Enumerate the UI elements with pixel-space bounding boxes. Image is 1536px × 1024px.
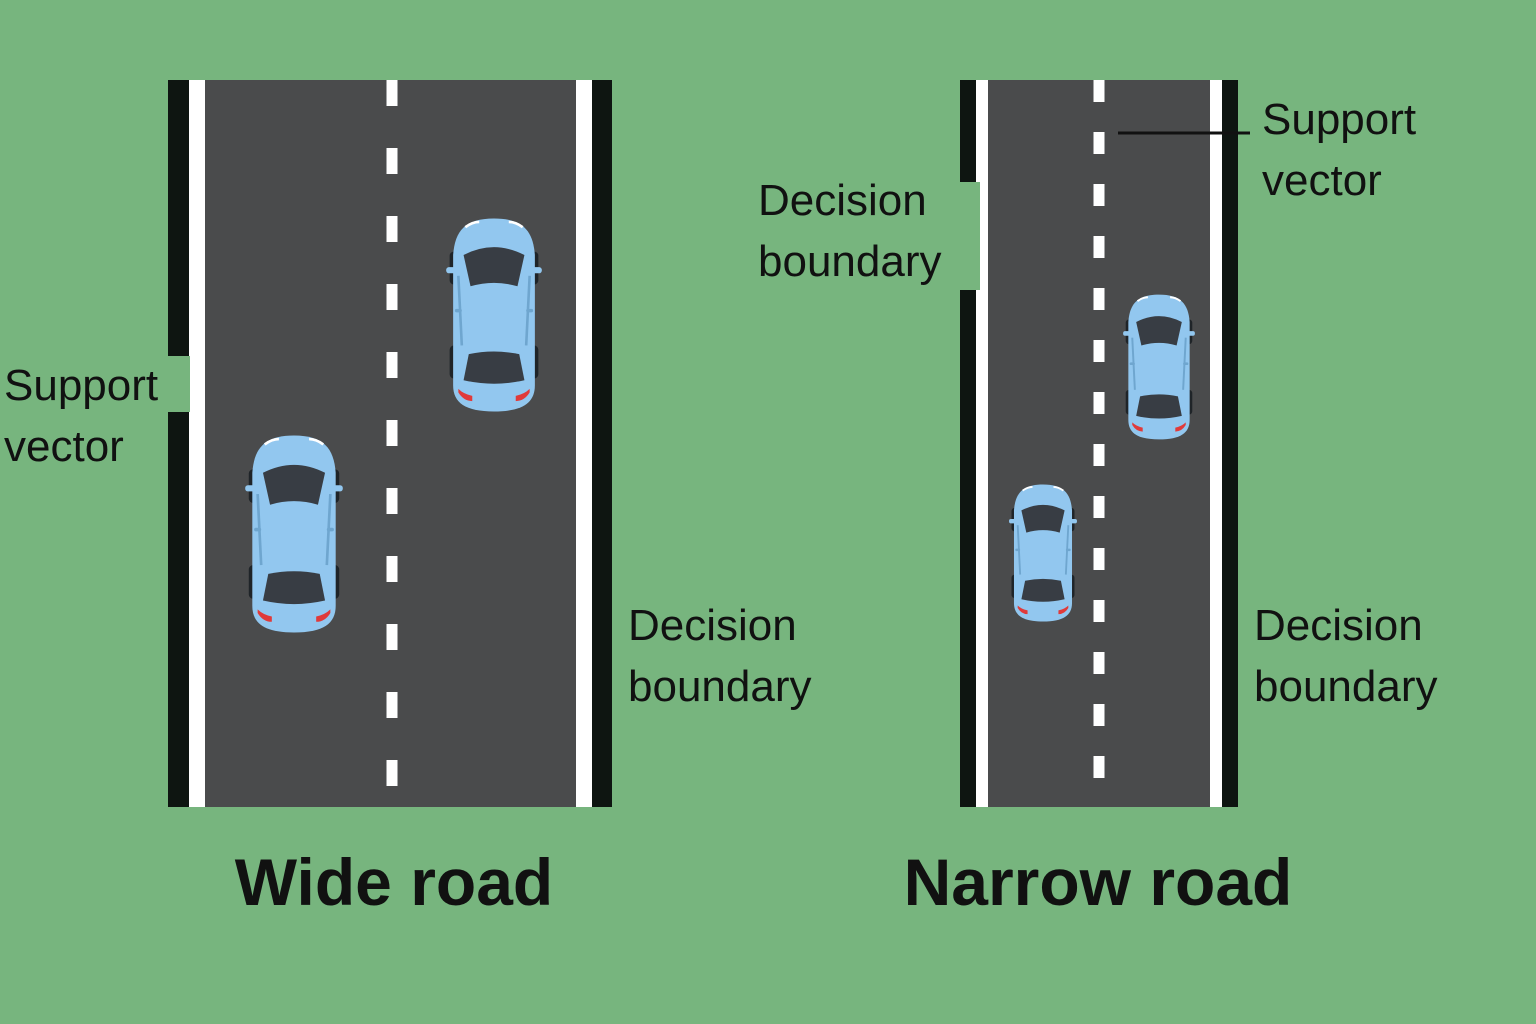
narrow-road-panel: Support vector Decision boundary Decisio… — [758, 80, 1437, 919]
car-icon — [1122, 293, 1196, 441]
car-icon — [243, 434, 345, 634]
wide-decision-boundary-label-1: Decision — [628, 601, 797, 650]
wide-road-right-boundary — [592, 80, 612, 807]
narrow-support-vector-label-2: vector — [1262, 156, 1382, 205]
car-icon — [1007, 483, 1079, 623]
narrow-road-title: Narrow road — [904, 845, 1293, 919]
narrow-decision-boundary-bottom-label-2: boundary — [1254, 662, 1437, 711]
wide-road-left-lane-edge — [189, 80, 205, 807]
narrow-support-vector-label-1: Support — [1262, 95, 1416, 144]
wide-support-vector-label-1: Support — [4, 361, 158, 410]
wide-road-right-lane-edge — [576, 80, 592, 807]
wide-decision-boundary-label-2: boundary — [628, 662, 811, 711]
narrow-decision-boundary-top-label-1: Decision — [758, 176, 927, 225]
narrow-road-right-boundary — [1222, 80, 1238, 807]
wide-road-panel: Support vector Decision boundary Wide ro… — [4, 80, 811, 919]
wide-road-title: Wide road — [235, 845, 553, 919]
car-icon — [444, 216, 544, 414]
narrow-decision-boundary-bottom-label-1: Decision — [1254, 601, 1423, 650]
wide-support-vector-label-2: vector — [4, 422, 124, 471]
narrow-road-right-lane-edge — [1210, 80, 1222, 807]
narrow-decision-boundary-top-label-2: boundary — [758, 237, 941, 286]
wide-road-left-boundary — [168, 80, 189, 807]
